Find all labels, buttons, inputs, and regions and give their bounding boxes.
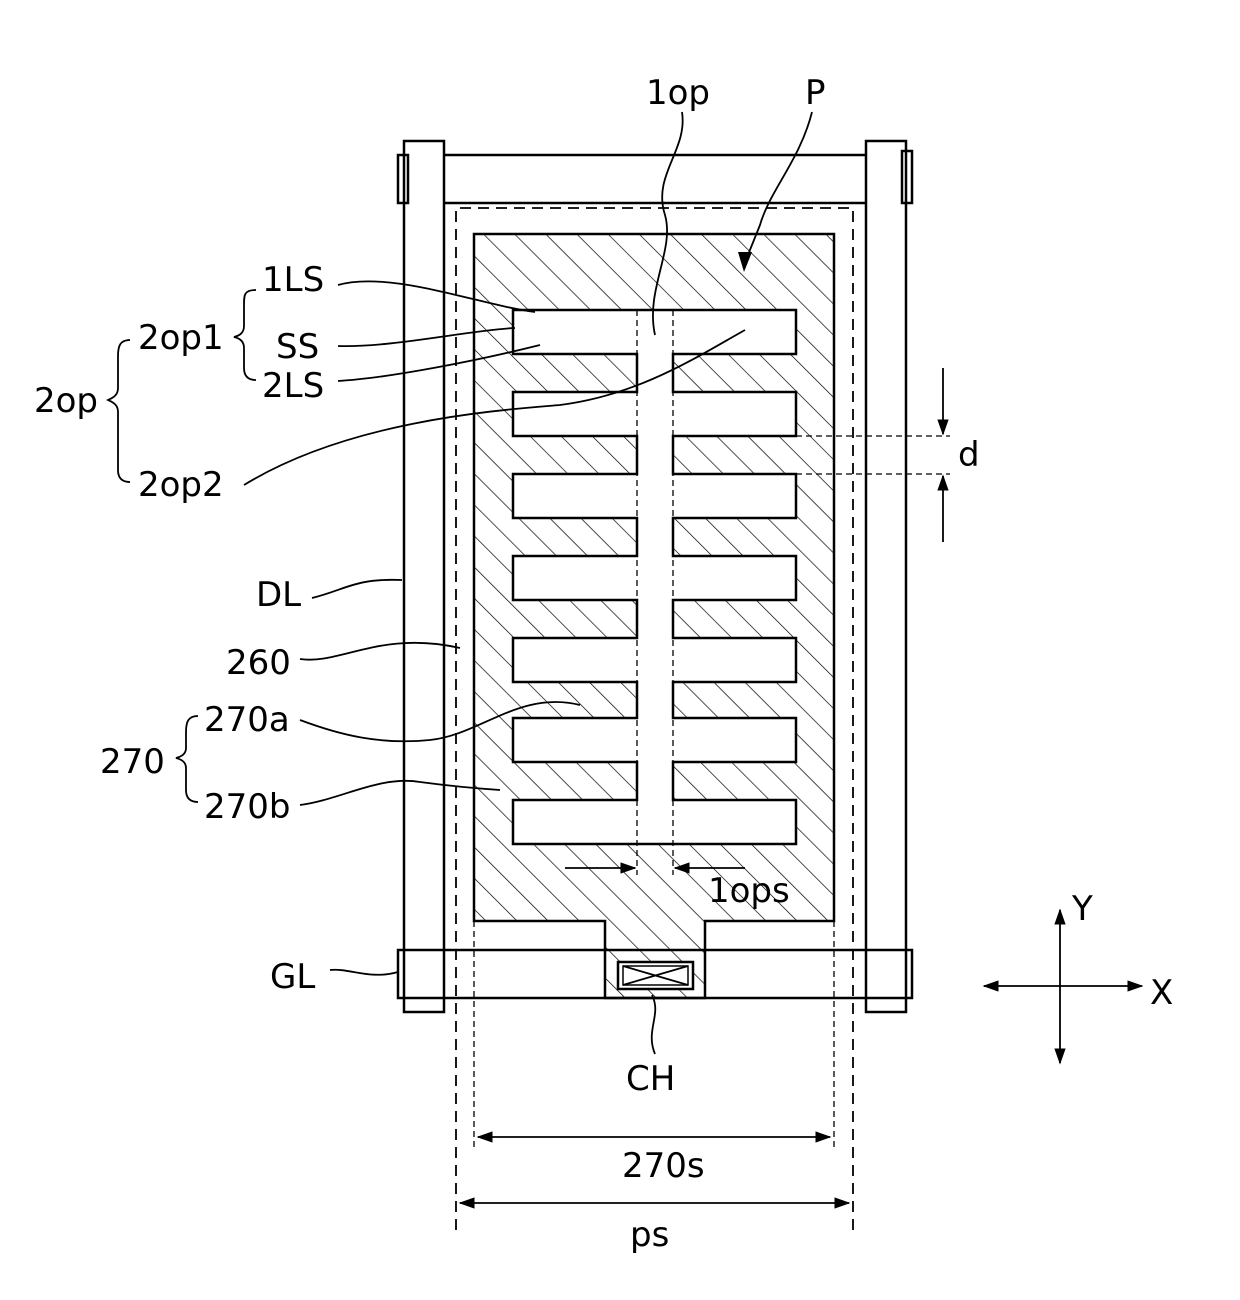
- label-2LS: 2LS: [262, 366, 324, 406]
- label-1op: 1op: [646, 73, 710, 113]
- label-ps: ps: [630, 1215, 669, 1255]
- label-d: d: [958, 435, 980, 475]
- label-DL: DL: [256, 575, 301, 615]
- label-270s: 270s: [622, 1146, 705, 1186]
- label-2op1: 2op1: [138, 318, 224, 358]
- bracket-2op1: [234, 290, 256, 380]
- data-line-right: [866, 141, 912, 1012]
- label-2op2: 2op2: [138, 465, 224, 505]
- bracket-270: [176, 716, 198, 802]
- label-SS: SS: [276, 327, 319, 367]
- label-CH: CH: [626, 1059, 675, 1099]
- label-270: 270: [100, 742, 165, 782]
- data-line-left: [398, 141, 444, 1012]
- label-270a: 270a: [204, 700, 290, 740]
- label-P: P: [805, 73, 826, 113]
- contact-hole: [618, 962, 693, 989]
- label-2op: 2op: [34, 381, 98, 421]
- label-GL: GL: [270, 957, 315, 997]
- label-270b: 270b: [204, 787, 290, 827]
- label-X: X: [1150, 973, 1173, 1013]
- bracket-2op: [108, 340, 130, 482]
- xy-axes-icon: [984, 910, 1142, 1063]
- label-1ops: 1ops: [708, 871, 790, 911]
- label-Y: Y: [1071, 889, 1093, 929]
- label-1LS: 1LS: [262, 260, 324, 300]
- top-horizontal-line: [444, 155, 866, 203]
- label-260: 260: [226, 643, 291, 683]
